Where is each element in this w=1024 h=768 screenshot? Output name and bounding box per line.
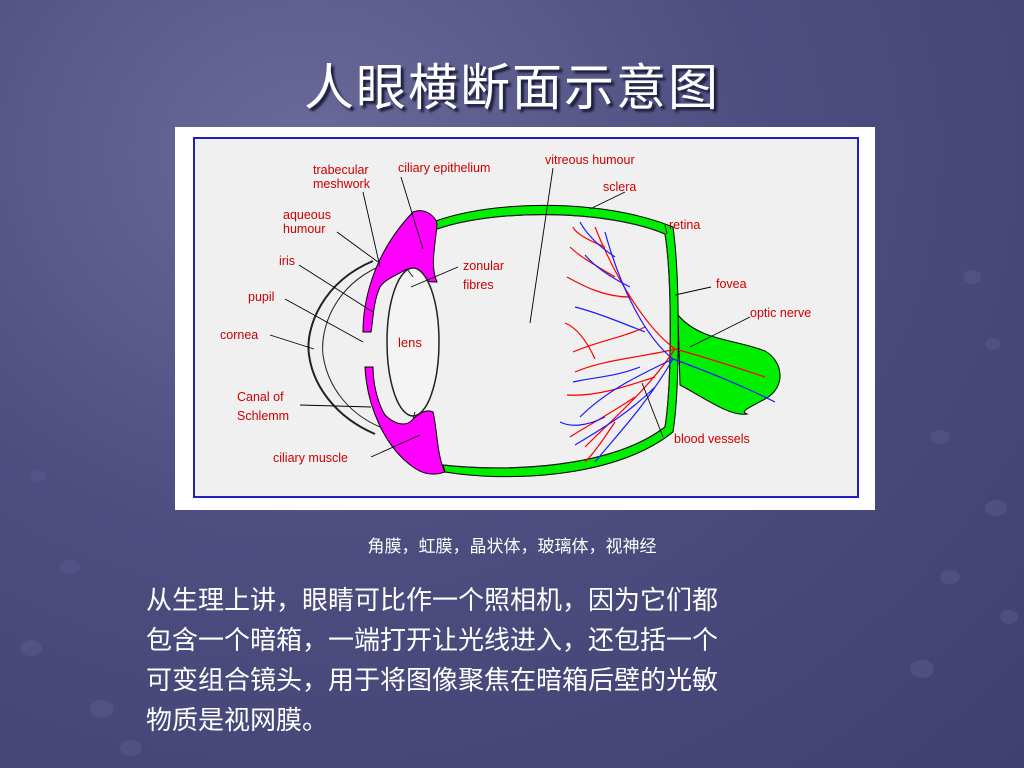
lens-shape [386, 267, 440, 417]
leader-lines [269, 167, 751, 458]
background-dot [120, 740, 142, 756]
background-dot [963, 270, 981, 284]
label-ciliary-muscle: ciliary muscle [273, 451, 348, 465]
label-zonular-1: zonular [463, 259, 504, 273]
label-ciliary-epithelium: ciliary epithelium [398, 161, 490, 175]
label-blood-vessels: blood vessels [674, 432, 750, 446]
label-aqueous-1: aqueous [283, 208, 331, 222]
label-aqueous-2: humour [283, 222, 325, 236]
body-line: 从生理上讲，眼睛可比作一个照相机，因为它们都 [146, 586, 719, 616]
label-trabecular-1: trabecular [313, 163, 369, 177]
label-lens: lens [398, 335, 422, 350]
background-dot [910, 660, 934, 678]
veins [559, 221, 776, 463]
zonular-fibre [412, 411, 416, 420]
label-sclera: sclera [603, 180, 636, 194]
label-canal-2: Schlemm [237, 409, 289, 423]
diagram-border [193, 137, 859, 498]
cornea-inner [322, 266, 381, 428]
background-dot [940, 570, 960, 584]
body-line: 物质是视网膜。 [146, 706, 329, 736]
label-retina: retina [669, 218, 700, 232]
background-dot [985, 500, 1007, 516]
background-dot [1000, 610, 1018, 624]
body-line: 可变组合镜头，用于将图像聚焦在暗箱后壁的光敏 [146, 666, 719, 696]
eye-cross-section-diagram: trabecular meshwork ciliary epithelium v… [175, 127, 875, 510]
body-line: 包含一个暗箱，一端打开让光线进入，还包括一个 [146, 626, 719, 656]
diagram-caption: 角膜，虹膜，晶状体，玻璃体，视神经 [367, 537, 657, 557]
label-optic-nerve: optic nerve [750, 306, 811, 320]
ciliary-body-upper [362, 210, 438, 333]
label-trabecular-2: meshwork [313, 177, 371, 191]
background-dot [985, 338, 1001, 350]
background-dot [60, 560, 80, 574]
label-cornea: cornea [220, 328, 258, 342]
label-canal-1: Canal of [237, 390, 284, 404]
ciliary-body-lower [364, 366, 446, 475]
zonular-fibre [406, 268, 414, 278]
cornea-shape [307, 260, 376, 435]
background-dot [930, 430, 950, 444]
background-dot [20, 640, 42, 656]
body-paragraph: 从生理上讲，眼睛可比作一个照相机，因为它们都 包含一个暗箱，一端打开让光线进入，… [146, 581, 906, 741]
slide-title: 人眼横断面示意图 [304, 59, 720, 117]
label-vitreous-humour: vitreous humour [545, 153, 635, 167]
label-zonular-2: fibres [463, 278, 494, 292]
background-dot [90, 700, 114, 718]
vitreous-chamber [436, 214, 671, 469]
label-iris: iris [279, 254, 295, 268]
background-dot [30, 470, 46, 482]
label-pupil: pupil [248, 290, 274, 304]
label-fovea: fovea [716, 277, 747, 291]
